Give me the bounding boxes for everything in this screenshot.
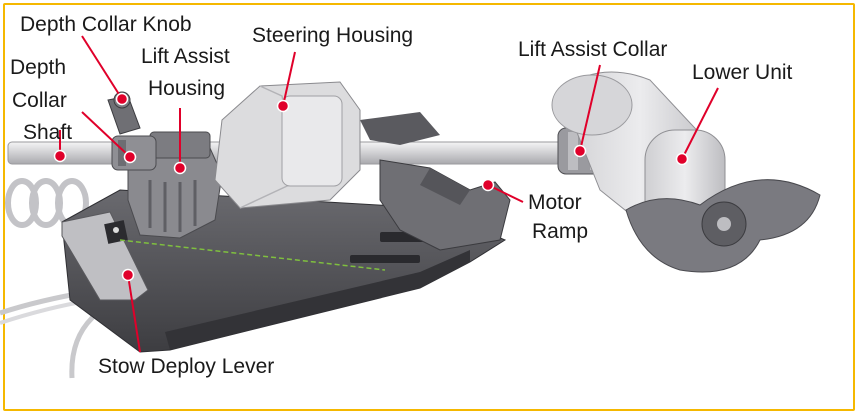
- leader-motor-ramp: [487, 184, 524, 203]
- leader-stow-deploy-lever: [127, 274, 141, 353]
- leader-depth-collar-knob: [81, 35, 123, 100]
- dot-stow-deploy-lever: [121, 268, 135, 282]
- label-lift-assist: Lift Assist: [141, 45, 230, 68]
- leader-collar: [81, 111, 131, 158]
- label-collar: Collar: [12, 89, 67, 112]
- dot-lift-assist-housing: [173, 161, 187, 175]
- label-stow-deploy-lever: Stow Deploy Lever: [98, 355, 275, 378]
- label-lift-assist-collar: Lift Assist Collar: [518, 38, 668, 61]
- coiled-cable: [5, 178, 89, 228]
- label-depth-collar-knob: Depth Collar Knob: [20, 13, 192, 36]
- dot-depth-collar-knob: [115, 92, 129, 106]
- dot-lift-assist-collar: [573, 144, 587, 158]
- label-lower-unit: Lower Unit: [692, 61, 793, 84]
- dot-lower-unit: [675, 152, 689, 166]
- label-ramp: Ramp: [532, 220, 589, 243]
- label-shaft: Shaft: [23, 121, 73, 144]
- leader-lift-assist-collar: [579, 64, 601, 152]
- leader-lower-unit: [681, 87, 719, 160]
- dot-depth-collar: [123, 150, 137, 164]
- label-depth: Depth: [10, 56, 67, 79]
- dot-steering-housing: [276, 99, 290, 113]
- label-motor: Motor: [528, 191, 582, 214]
- label-steering-housing: Steering Housing: [252, 24, 414, 47]
- diagram-frame: [3, 3, 855, 411]
- guide-line: [119, 239, 386, 271]
- leader-steering-housing: [282, 51, 296, 107]
- callout-dots: [53, 92, 689, 282]
- label-housing: Housing: [148, 77, 226, 100]
- dot-shaft: [53, 149, 67, 163]
- dot-motor-ramp: [481, 178, 495, 192]
